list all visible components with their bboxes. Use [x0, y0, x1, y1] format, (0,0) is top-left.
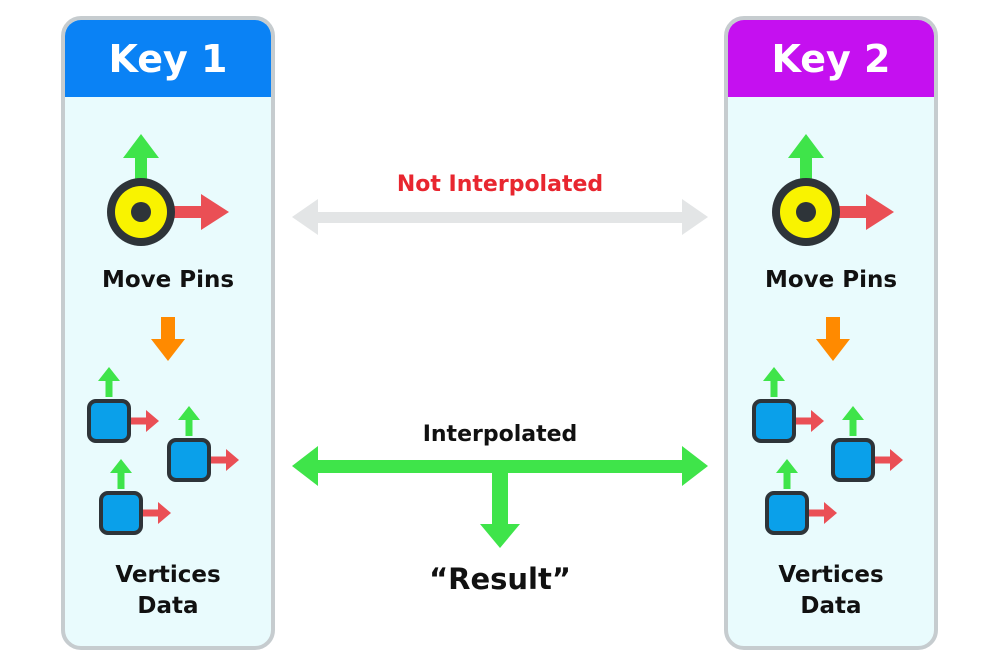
key1-vertices-label-line2: Data — [137, 593, 199, 619]
not-interpolated-double-arrow-icon — [292, 199, 708, 235]
result-label: “Result” — [429, 562, 571, 596]
key1-vertex-icon — [167, 404, 241, 482]
key2-vertices-label: Vertices Data — [728, 560, 934, 622]
interpolated-double-arrow-icon — [292, 446, 708, 548]
key2-vertex-icon — [752, 365, 826, 443]
key1-title: Key 1 — [65, 20, 271, 97]
key1-vertex-icon — [87, 365, 161, 443]
key1-panel: Key 1 Move Pins Vertices Data — [61, 16, 275, 650]
key1-down-arrow-icon — [151, 317, 185, 361]
key1-vertices-label: Vertices Data — [65, 560, 271, 622]
key2-vertex-icon — [765, 457, 839, 535]
key2-pins-label: Move Pins — [764, 267, 898, 293]
key1-pins-label: Move Pins — [101, 267, 235, 293]
key2-down-arrow-icon — [816, 317, 850, 361]
key2-pin-icon — [772, 134, 894, 246]
key2-title: Key 2 — [728, 20, 934, 97]
key1-pin-icon — [107, 134, 229, 246]
key2-panel: Key 2 Move Pins Vertices Data — [724, 16, 938, 650]
key1-vertices-label-line1: Vertices — [115, 562, 221, 588]
key1-vertex-icon — [99, 457, 173, 535]
key2-vertex-icon — [831, 404, 905, 482]
key2-vertices-label-line2: Data — [800, 593, 862, 619]
key2-vertices-label-line1: Vertices — [778, 562, 884, 588]
interpolated-label: Interpolated — [422, 422, 578, 447]
not-interpolated-label: Not Interpolated — [396, 172, 604, 197]
